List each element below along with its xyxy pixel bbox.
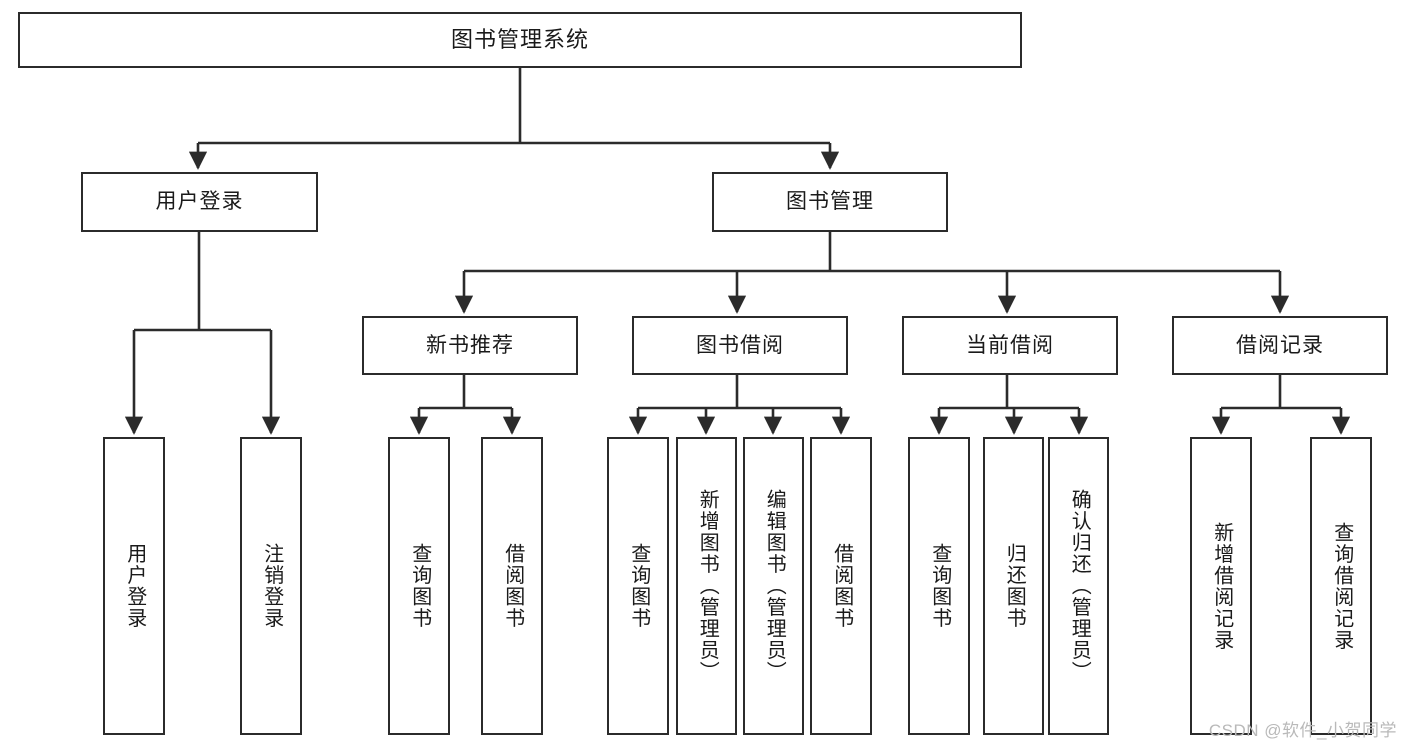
leaf-borrow-borrow-book[interactable]: 借阅图书: [810, 437, 872, 735]
node-label: 确认归还（管理员）: [1068, 489, 1091, 683]
leaf-borrow-add-book-admin[interactable]: 新增图书（管理员）: [676, 437, 737, 735]
node-book-management[interactable]: 图书管理: [712, 172, 948, 232]
node-label: 归还图书: [1003, 543, 1026, 629]
node-label: 图书管理系统: [450, 26, 589, 52]
leaf-record-query-record[interactable]: 查询借阅记录: [1310, 437, 1372, 735]
node-label: 新增借阅记录: [1210, 521, 1233, 651]
node-label: 查询图书: [408, 543, 431, 629]
leaf-user-login-logout[interactable]: 注销登录: [240, 437, 302, 735]
node-user-login[interactable]: 用户登录: [81, 172, 318, 232]
leaf-record-add-record[interactable]: 新增借阅记录: [1190, 437, 1252, 735]
node-label: 用户登录: [123, 543, 146, 629]
node-label: 编辑图书（管理员）: [763, 489, 786, 683]
node-label: 借阅图书: [830, 543, 853, 629]
leaf-current-confirm-return-admin[interactable]: 确认归还（管理员）: [1048, 437, 1109, 735]
leaf-borrow-edit-book-admin[interactable]: 编辑图书（管理员）: [743, 437, 804, 735]
node-label: 新书推荐: [426, 333, 514, 357]
node-label: 查询图书: [627, 543, 650, 629]
node-label: 查询图书: [928, 543, 951, 629]
csdn-watermark: CSDN @软件_小贺同学: [1208, 721, 1397, 740]
node-root-book-management-system[interactable]: 图书管理系统: [18, 12, 1022, 68]
leaf-current-return-book[interactable]: 归还图书: [983, 437, 1044, 735]
leaf-current-query-book[interactable]: 查询图书: [908, 437, 970, 735]
node-label: 借阅记录: [1236, 333, 1324, 357]
node-label: 注销登录: [260, 543, 283, 629]
leaf-new-book-borrow[interactable]: 借阅图书: [481, 437, 543, 735]
leaf-new-book-query[interactable]: 查询图书: [388, 437, 450, 735]
leaf-borrow-query-book[interactable]: 查询图书: [607, 437, 669, 735]
node-label: 查询借阅记录: [1330, 521, 1353, 651]
node-borrow-record[interactable]: 借阅记录: [1172, 316, 1388, 375]
node-label: 图书借阅: [696, 333, 784, 357]
leaf-user-login-login[interactable]: 用户登录: [103, 437, 165, 735]
node-current-borrow[interactable]: 当前借阅: [902, 316, 1118, 375]
node-label: 用户登录: [155, 190, 244, 214]
node-label: 图书管理: [786, 190, 874, 214]
node-label: 借阅图书: [501, 543, 524, 629]
node-book-borrow[interactable]: 图书借阅: [632, 316, 848, 375]
node-new-book-recommend[interactable]: 新书推荐: [362, 316, 578, 375]
node-label: 新增图书（管理员）: [696, 489, 719, 683]
node-label: 当前借阅: [966, 333, 1054, 357]
